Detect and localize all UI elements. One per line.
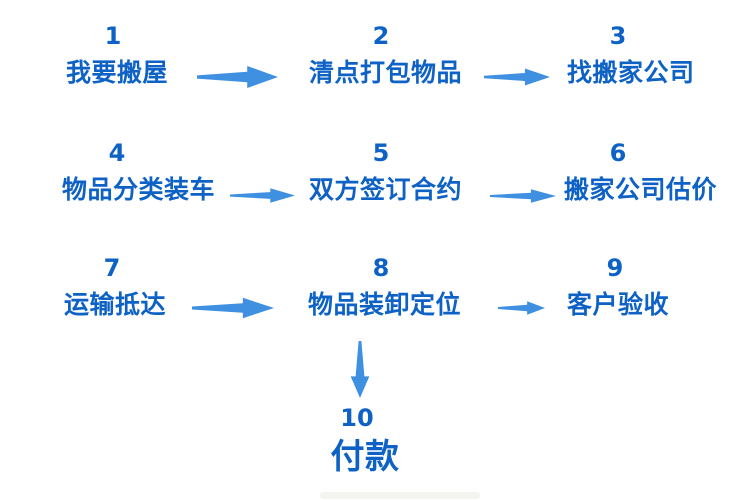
step-label-10: 付款	[330, 437, 400, 477]
step-label-5: 双方签订合约	[309, 175, 463, 204]
step-number-3: 3	[609, 22, 627, 50]
step-number-6: 6	[609, 139, 627, 167]
step-number-1: 1	[104, 22, 122, 50]
step-number-9: 9	[606, 254, 624, 282]
arrow-step5-to-step6-icon	[490, 189, 556, 203]
arrow-step2-to-step3-icon	[484, 68, 550, 86]
step-number-4: 4	[108, 139, 126, 167]
step-label-4: 物品分类装车	[62, 175, 216, 204]
step-number-10: 10	[340, 404, 374, 432]
arrow-step8-to-step10-icon	[350, 341, 370, 398]
arrow-step1-to-step2-icon	[197, 65, 278, 89]
step-label-7: 运输抵达	[64, 290, 167, 319]
step-number-5: 5	[372, 139, 390, 167]
step-label-1: 我要搬屋	[66, 58, 169, 87]
step-label-3: 找搬家公司	[567, 58, 695, 87]
step-number-2: 2	[372, 22, 390, 50]
step-label-8: 物品装卸定位	[308, 290, 462, 319]
step-label-6: 搬家公司估价	[564, 175, 718, 204]
arrow-step8-to-step9-icon	[498, 301, 545, 315]
step-label-9: 客户验收	[567, 290, 670, 319]
step-label-2: 清点打包物品	[309, 58, 463, 87]
arrow-step7-to-step8-icon	[192, 297, 274, 319]
arrow-step4-to-step5-icon	[230, 188, 295, 203]
cropped-bottom-artifact	[320, 492, 480, 499]
step-number-8: 8	[372, 254, 390, 282]
step-number-7: 7	[103, 254, 121, 282]
